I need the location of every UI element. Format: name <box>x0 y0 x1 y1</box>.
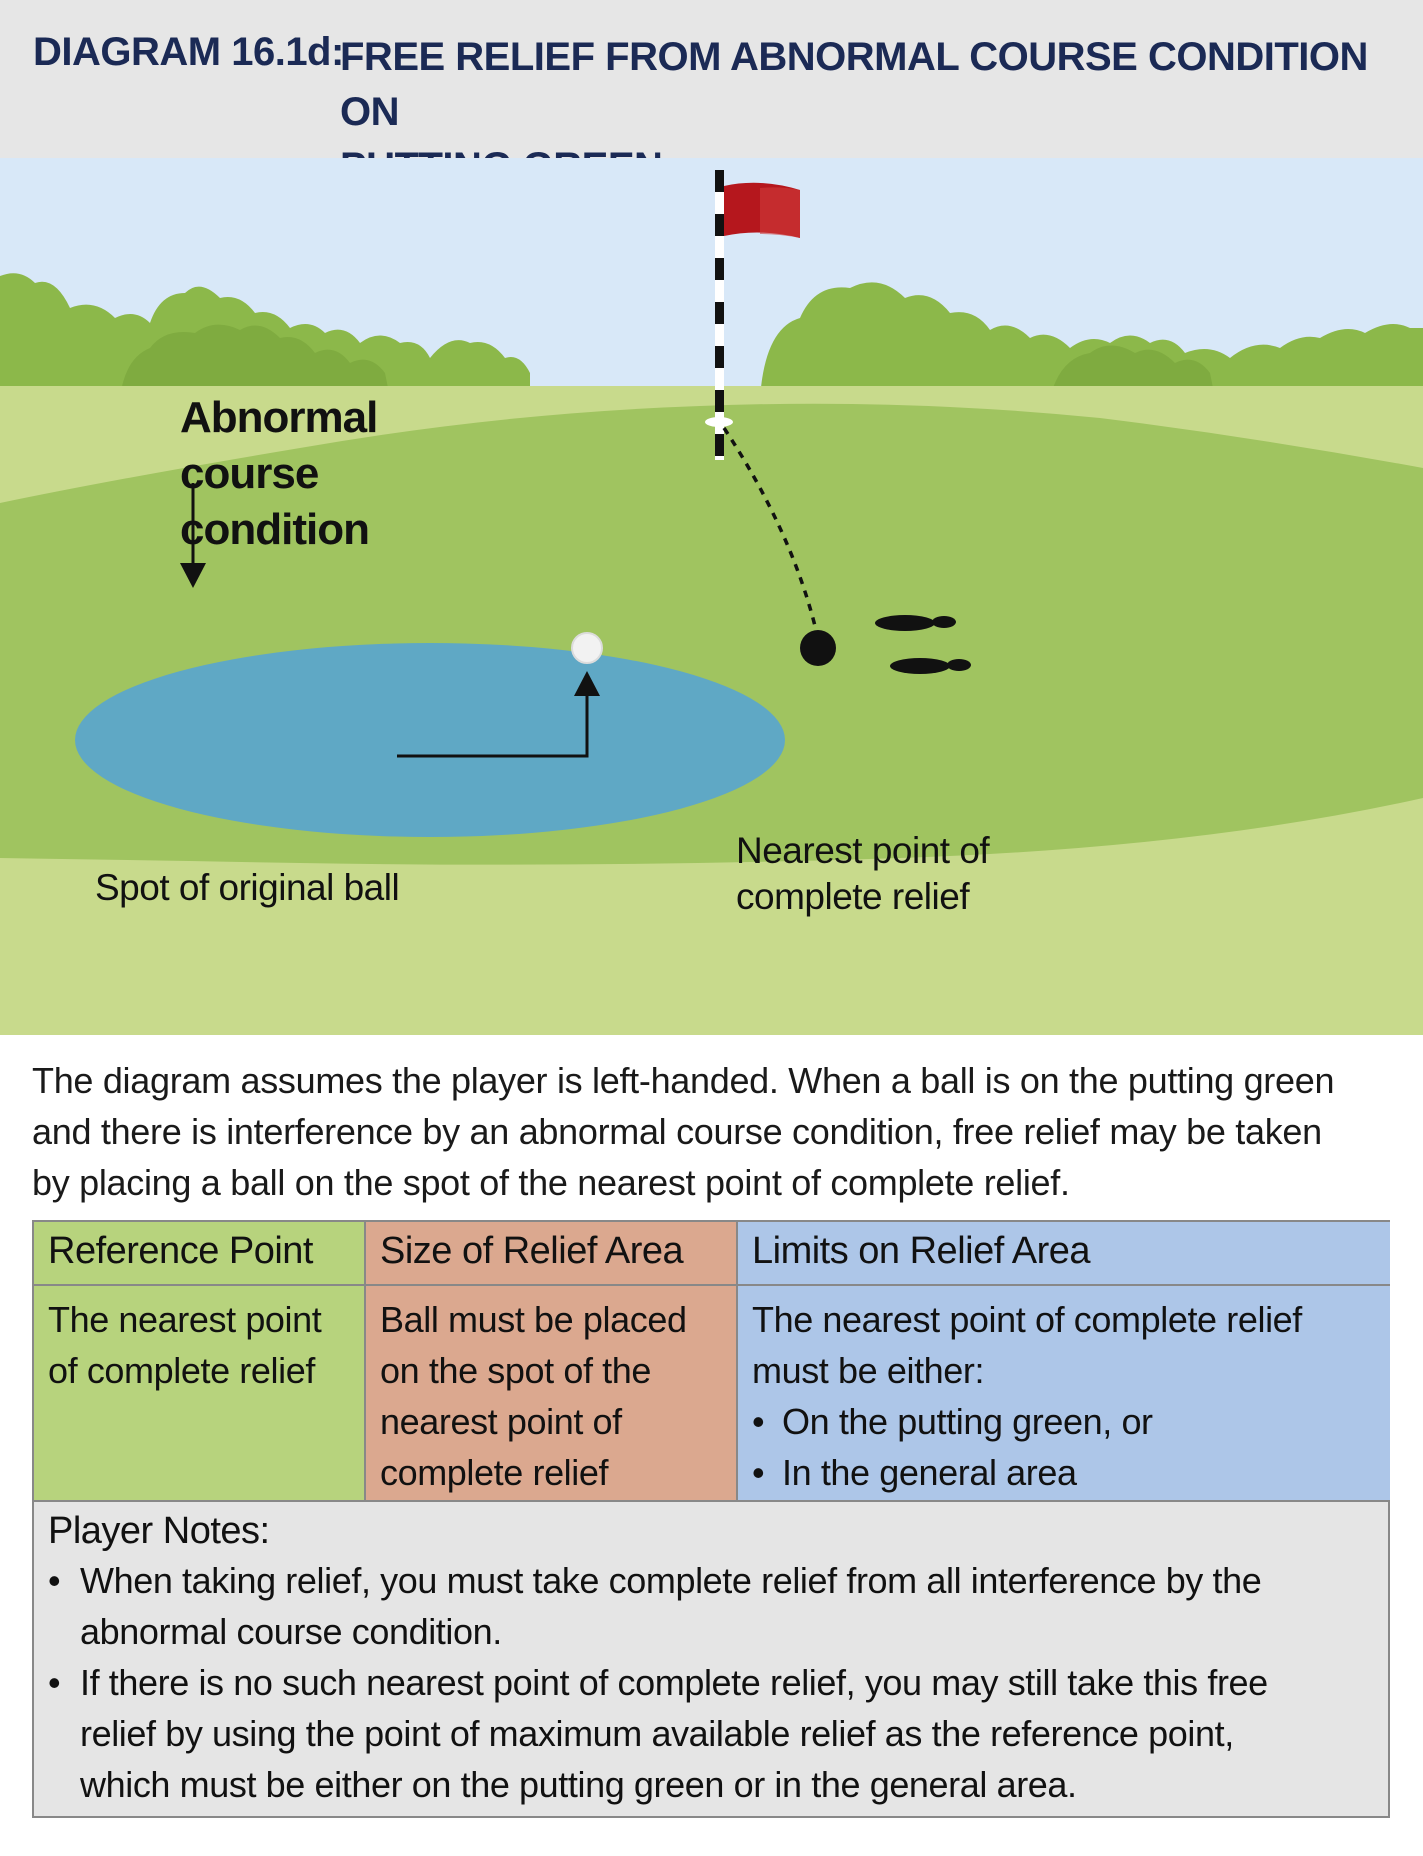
relief-table: Reference Point The nearest point of com… <box>32 1220 1390 1818</box>
diagram-title-line-1: FREE RELIEF FROM ABNORMAL COURSE CONDITI… <box>340 35 1368 134</box>
reference-point-cell: The nearest point of complete relief <box>34 1286 364 1396</box>
note-2-line-1: If there is no such nearest point of com… <box>80 1662 1268 1703</box>
bullet-icon: • <box>752 1401 765 1442</box>
line-to-hole <box>722 427 817 627</box>
limits-on-relief-area-column: Limits on Relief Area The nearest point … <box>736 1222 1390 1500</box>
description-line-1: The diagram assumes the player is left-h… <box>32 1060 1335 1101</box>
limits-on-relief-area-cell: The nearest point of complete relief mus… <box>738 1286 1390 1498</box>
note-2-line-2: relief by using the point of maximum ava… <box>80 1713 1234 1754</box>
abnormal-label-line-1: Abnormal <box>180 393 378 442</box>
size-line-2: on the spot of the <box>380 1350 652 1391</box>
size-line-4: complete relief <box>380 1452 609 1493</box>
note-1-line-1: When taking relief, you must take comple… <box>80 1560 1262 1601</box>
limits-line-2: must be either: <box>752 1350 985 1391</box>
description-line-3: by placing a ball on the spot of the nea… <box>32 1162 1070 1203</box>
trees-left-dark <box>120 324 390 398</box>
abnormal-label-line-2: course <box>180 449 319 498</box>
nearest-point-label: Nearest point of complete relief <box>736 828 990 920</box>
hole <box>705 417 733 427</box>
limits-on-relief-area-header: Limits on Relief Area <box>738 1222 1390 1286</box>
diagram-description: The diagram assumes the player is left-h… <box>32 1055 1402 1208</box>
flag-shade <box>760 187 800 238</box>
reference-point-line-1: The nearest point <box>48 1299 322 1340</box>
limits-bullet-2: • In the general area <box>752 1447 1390 1498</box>
explanation-section: The diagram assumes the player is left-h… <box>0 1035 1423 1856</box>
limits-bullet-2-text: In the general area <box>782 1452 1077 1493</box>
footprints-icon <box>875 615 971 674</box>
bullet-icon: • <box>48 1560 61 1601</box>
note-2-line-3: which must be either on the putting gree… <box>80 1764 1077 1805</box>
player-note-2: • If there is no such nearest point of c… <box>48 1657 1388 1810</box>
nearest-point-label-line-1: Nearest point of <box>736 830 990 871</box>
golf-scene-svg <box>0 158 1423 1035</box>
note-1-line-2: abnormal course condition. <box>80 1611 502 1652</box>
nearest-point-marker <box>800 630 836 666</box>
spot-of-original-ball-label: Spot of original ball <box>95 867 400 908</box>
abnormal-course-condition-label: Abnormal course condition <box>180 390 378 558</box>
reference-point-column: Reference Point The nearest point of com… <box>34 1222 364 1500</box>
diagram-number: DIAGRAM 16.1d: <box>33 30 344 74</box>
limits-bullet-1-text: On the putting green, or <box>782 1401 1153 1442</box>
size-line-1: Ball must be placed <box>380 1299 687 1340</box>
abnormal-label-line-3: condition <box>180 505 370 554</box>
size-line-3: nearest point of <box>380 1401 622 1442</box>
arrow-abnormal-condition-head <box>180 563 206 588</box>
size-of-relief-area-header: Size of Relief Area <box>366 1222 736 1286</box>
trees-right <box>760 282 1423 398</box>
limits-bullet-1: • On the putting green, or <box>752 1396 1390 1447</box>
limits-line-1: The nearest point of complete relief <box>752 1299 1302 1340</box>
diagram-header: DIAGRAM 16.1d: FREE RELIEF FROM ABNORMAL… <box>0 0 1423 189</box>
bullet-icon: • <box>48 1662 61 1703</box>
abnormal-course-condition-area <box>75 643 785 837</box>
flagstick-stripes <box>715 170 724 456</box>
golf-ball <box>571 632 603 664</box>
player-notes: Player Notes: • When taking relief, you … <box>34 1500 1388 1818</box>
reference-point-line-2: of complete relief <box>48 1350 315 1391</box>
nearest-point-label-line-2: complete relief <box>736 876 970 917</box>
arrow-spot-original-ball-head <box>574 671 600 696</box>
golf-illustration <box>0 158 1423 1035</box>
size-of-relief-area-column: Size of Relief Area Ball must be placed … <box>364 1222 736 1500</box>
bullet-icon: • <box>752 1452 765 1493</box>
reference-point-header: Reference Point <box>34 1222 364 1286</box>
size-of-relief-area-cell: Ball must be placed on the spot of the n… <box>366 1286 736 1498</box>
arrow-spot-original-ball <box>397 690 589 758</box>
player-notes-title: Player Notes: <box>48 1510 270 1552</box>
trees-right-dark <box>1050 345 1215 398</box>
player-note-1: • When taking relief, you must take comp… <box>48 1555 1388 1657</box>
description-line-2: and there is interference by an abnormal… <box>32 1111 1322 1152</box>
